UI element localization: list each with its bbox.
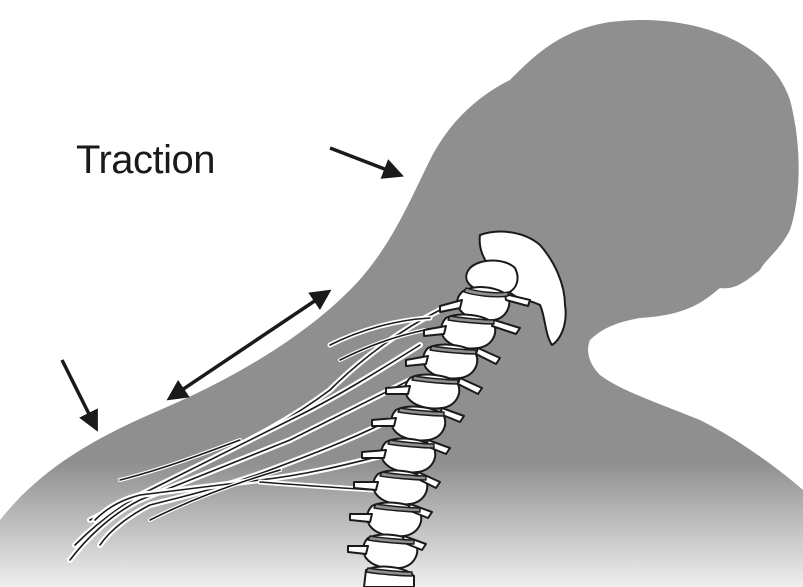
arrow-neck-traction [330,148,400,175]
arrow-shoulder-depression [62,360,96,428]
traction-label: Traction [76,140,215,180]
